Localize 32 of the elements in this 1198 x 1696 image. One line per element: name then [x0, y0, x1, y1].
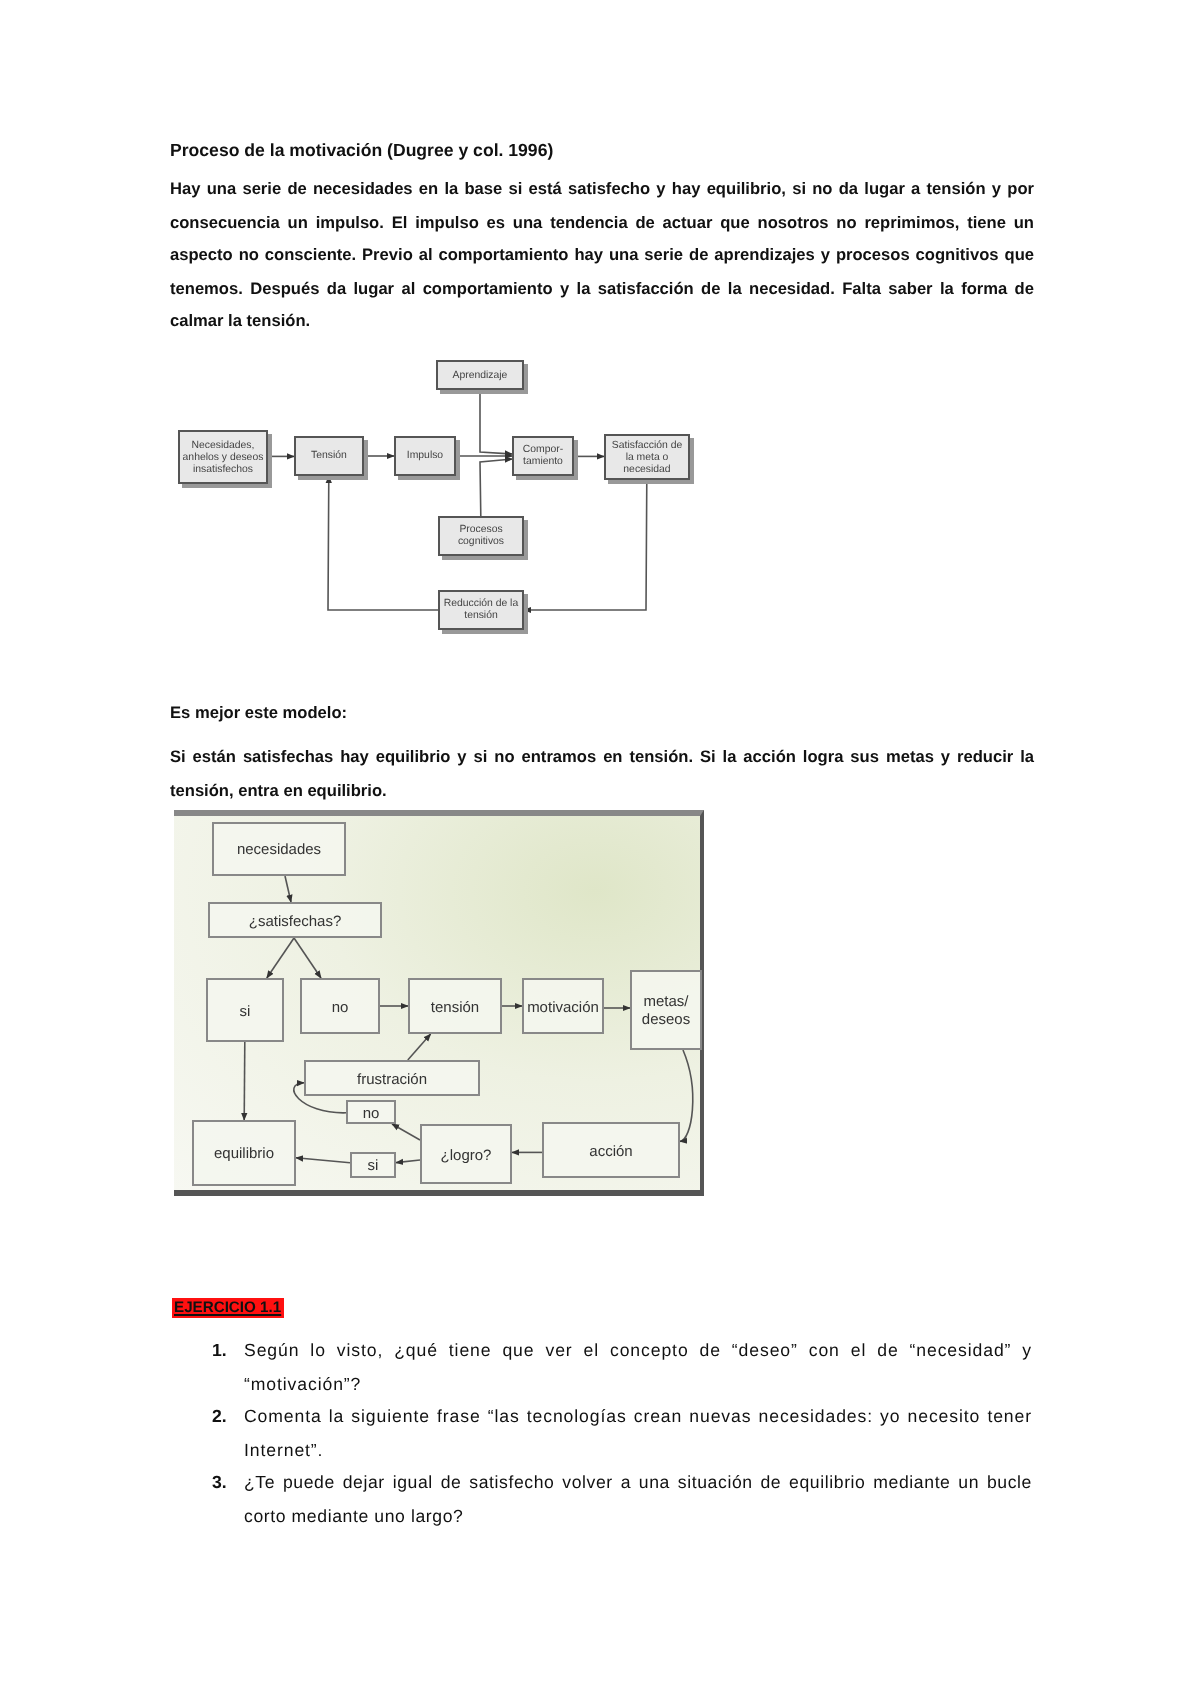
arrow: [284, 875, 293, 903]
arrow: [455, 452, 513, 460]
arrow: [523, 479, 648, 614]
arrow: [293, 937, 322, 979]
arrow: [266, 937, 295, 979]
arrow: [267, 453, 295, 460]
heading: Proceso de la motivación (Dugree y col. 1996): [170, 140, 556, 160]
list-number: 3.: [212, 1470, 229, 1496]
arrow: [479, 456, 513, 517]
arrow: [501, 1002, 523, 1010]
arrow: [295, 1155, 351, 1164]
arrow: [325, 475, 439, 611]
arrow: [391, 1123, 421, 1141]
arrow: [679, 1049, 694, 1143]
arrow: [407, 1033, 432, 1061]
arrow: [293, 1080, 347, 1114]
question-text: Comenta la siguiente frase “las tecnologías crean nuevas necesidades: yo necesito tener Internet”.: [244, 1404, 1032, 1463]
question-text: ¿Te puede dejar igual de satisfecho volver a una situación de equilibrio mediante un bucle corto mediante uno largo?: [244, 1470, 1032, 1530]
arrow: [363, 452, 395, 460]
arrow: [603, 1004, 631, 1012]
arrow: [511, 1149, 543, 1156]
question-text: Según lo visto, ¿qué tiene que ver el concepto de “deseo” con el de “necesidad” y “motivación”?: [244, 1338, 1032, 1397]
paragraph: Si están satisfechas hay equilibrio y si no entramos en tensión. Si la acción logra sus metas y reducir la tensión, entra en equilibrio.: [170, 744, 1034, 804]
list-number: 2.: [212, 1404, 229, 1430]
subheading: Es mejor este modelo:: [170, 702, 350, 724]
arrow: [395, 1158, 421, 1165]
arrow: [479, 389, 513, 457]
arrow: [379, 1002, 409, 1010]
arrow: [241, 1041, 248, 1121]
paragraph: Hay una serie de necesidades en la base si está satisfecho y hay equilibrio, si no da lugar a tensión y por consecuencia un impulso. El impulso es una tendencia de actuar que nosotros no reprimimos, tiene un aspecto no consciente. Previo al comportamiento hay una serie de aprendizajes y procesos cognitivos que tenemos. Después da lugar al comportamiento y la satisfacción de la necesidad. Falta saber la forma de calmar la tensión.: [170, 176, 1034, 335]
arrow: [573, 453, 605, 460]
list-number: 1.: [212, 1338, 229, 1364]
